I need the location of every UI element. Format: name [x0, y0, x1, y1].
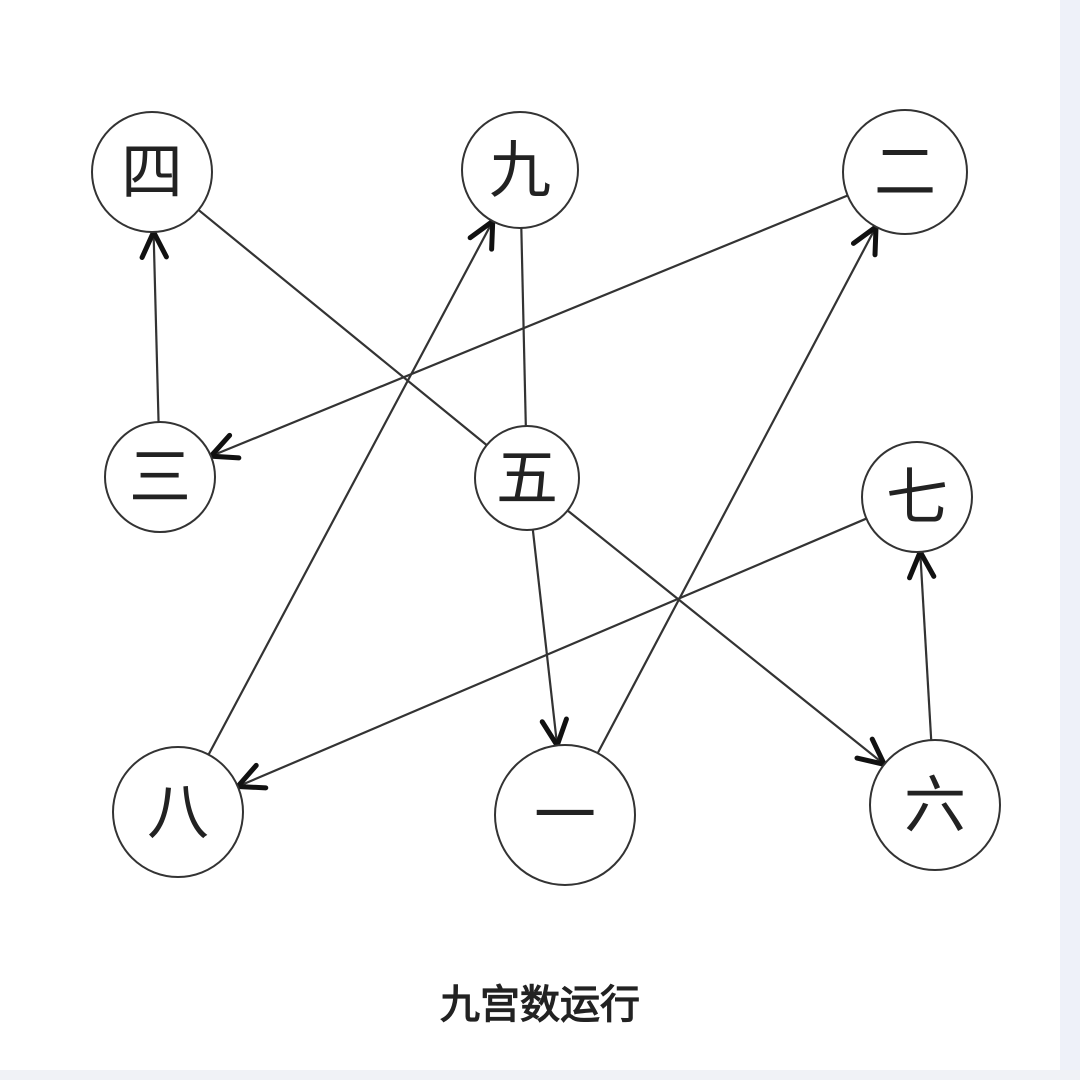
- node-label: 一: [534, 779, 596, 852]
- arrowhead-icon: [467, 216, 496, 252]
- node-circle: [104, 421, 216, 533]
- edge-7-8: [237, 517, 867, 788]
- node-2: 二: [842, 109, 968, 235]
- node-1: 一: [494, 744, 636, 886]
- window-border-right: [1060, 0, 1080, 1080]
- node-circle: [112, 746, 244, 878]
- node-label: 五: [496, 442, 558, 515]
- node-9: 九: [461, 111, 579, 229]
- node-label: 二: [874, 136, 936, 209]
- node-circle: [869, 739, 1001, 871]
- node-6: 六: [869, 739, 1001, 871]
- node-7: 七: [861, 441, 973, 553]
- edge-1-2: [596, 226, 877, 754]
- node-label: 四: [121, 136, 183, 209]
- edge-8-9: [207, 220, 494, 756]
- edge-2-3: [210, 194, 849, 458]
- arrowhead-icon: [854, 736, 889, 768]
- edge-5-6: [566, 509, 885, 766]
- node-label: 八: [147, 776, 209, 849]
- edge-6-7: [919, 551, 933, 741]
- node-label: 七: [886, 461, 948, 534]
- node-8: 八: [112, 746, 244, 878]
- node-circle: [494, 744, 636, 886]
- node-circle: [842, 109, 968, 235]
- node-5: 五: [474, 425, 580, 531]
- node-label: 六: [904, 769, 966, 842]
- arrowhead-icon: [850, 221, 879, 258]
- node-circle: [461, 111, 579, 229]
- edge-5-4: [197, 209, 488, 446]
- edge-3-4: [152, 231, 160, 423]
- node-circle: [861, 441, 973, 553]
- node-label: 九: [489, 134, 551, 207]
- node-4: 四: [91, 111, 213, 233]
- node-circle: [474, 425, 580, 531]
- diagram-caption: 九宫数运行: [440, 982, 640, 1028]
- edge-5-1: [531, 529, 559, 746]
- window-border-bottom: [0, 1070, 1080, 1080]
- node-label: 三: [129, 441, 191, 514]
- node-3: 三: [104, 421, 216, 533]
- node-circle: [91, 111, 213, 233]
